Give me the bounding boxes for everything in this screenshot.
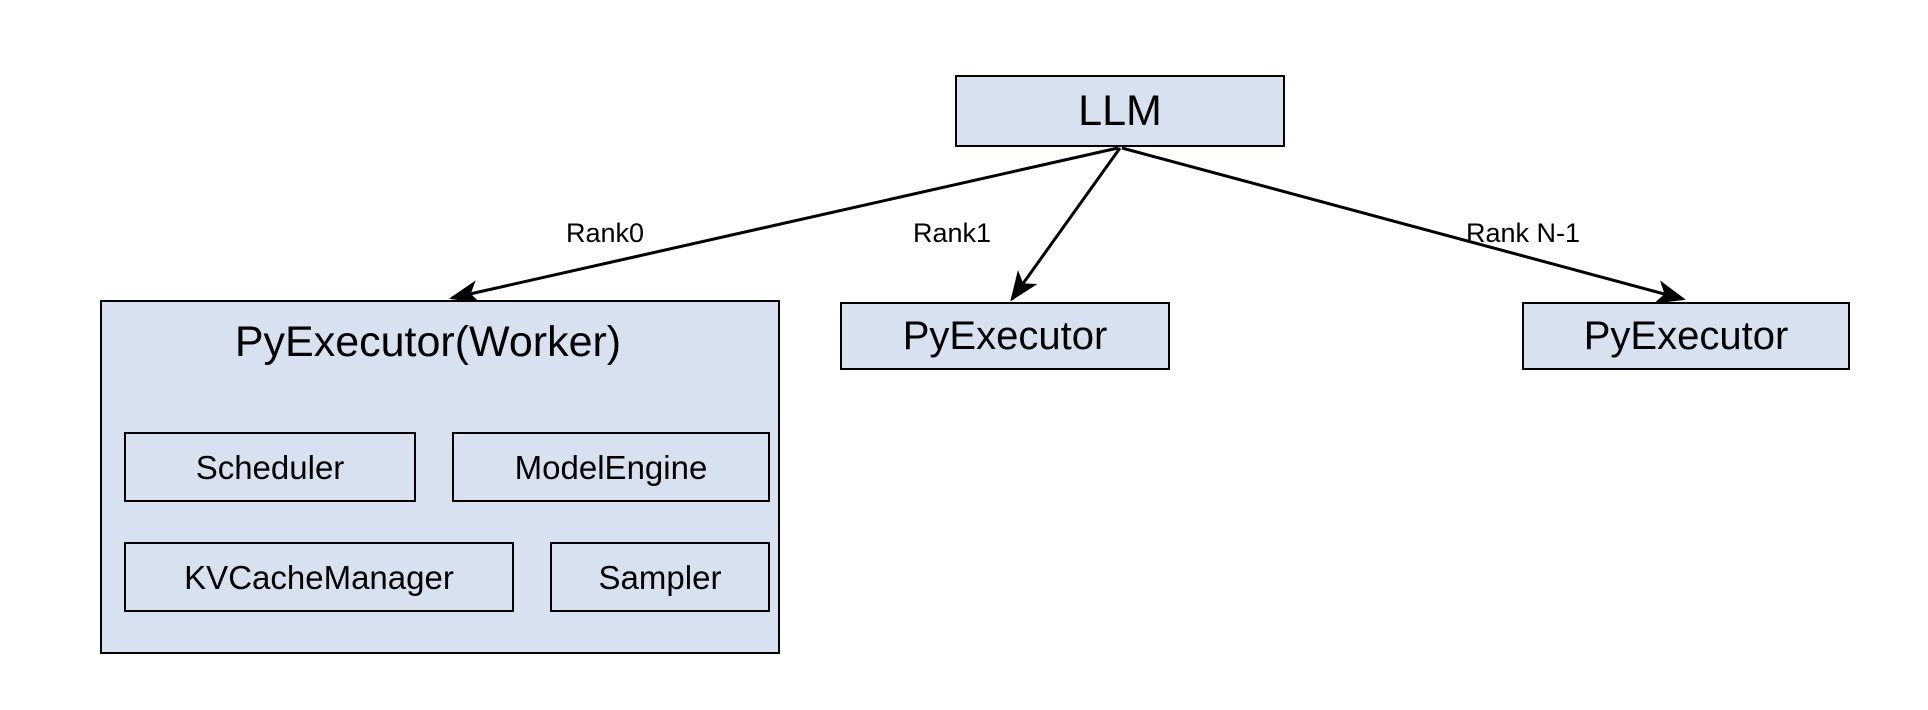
node-model-engine-label: ModelEngine	[514, 448, 708, 486]
edge-label-rank1: Rank1	[913, 218, 992, 248]
node-pyexecutor-rank-n-1[interactable]: PyExecutor	[1522, 302, 1850, 370]
node-llm-label: LLM	[1078, 86, 1162, 135]
edge-rank-n-1	[1121, 146, 1686, 304]
node-kv-cache-manager[interactable]: KVCacheManager	[124, 542, 514, 612]
node-model-engine[interactable]: ModelEngine	[452, 432, 770, 502]
node-sampler[interactable]: Sampler	[550, 542, 770, 612]
node-llm[interactable]: LLM	[955, 75, 1285, 147]
node-scheduler[interactable]: Scheduler	[124, 432, 416, 502]
node-pyexecutor-worker-label: PyExecutor(Worker)	[234, 318, 622, 366]
node-pyexecutor-rank-n-1-label: PyExecutor	[1583, 314, 1789, 358]
node-sampler-label: Sampler	[598, 558, 722, 596]
edge-rank0	[449, 146, 1119, 304]
node-kv-cache-manager-label: KVCacheManager	[184, 558, 454, 596]
edge-label-rank0: Rank0	[566, 218, 645, 248]
node-scheduler-label: Scheduler	[195, 448, 345, 486]
edge-label-rank-n-1: Rank N-1	[1466, 218, 1581, 248]
node-pyexecutor-rank1-label: PyExecutor	[902, 314, 1108, 358]
node-pyexecutor-worker[interactable]: PyExecutor(Worker) Scheduler ModelEngine…	[100, 300, 780, 654]
edge-rank1	[1010, 147, 1122, 302]
node-pyexecutor-rank1[interactable]: PyExecutor	[840, 302, 1170, 370]
